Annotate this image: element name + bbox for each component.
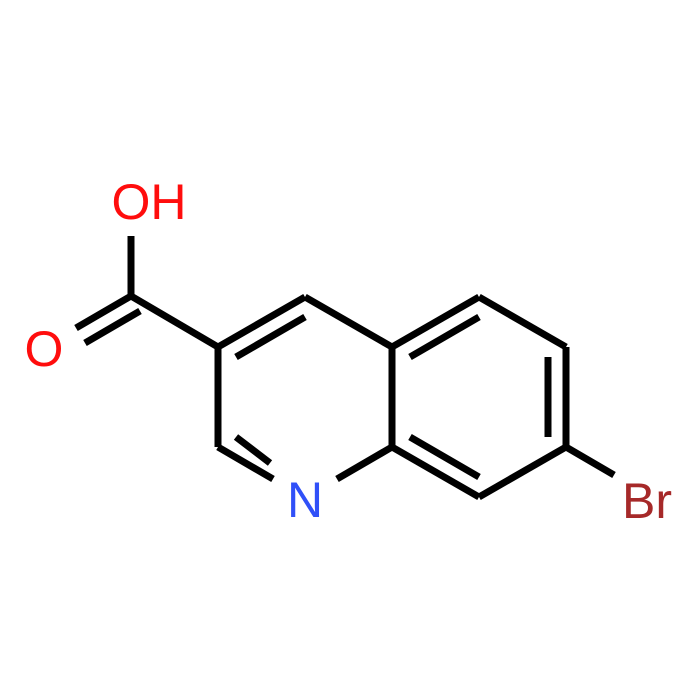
bond-c5-c6 bbox=[477, 293, 568, 351]
bond-c7-c8 bbox=[477, 443, 568, 501]
bond-c8-c8a bbox=[390, 443, 481, 501]
bond-n1-c2 bbox=[216, 443, 275, 483]
hydroxyl-label: OH bbox=[112, 174, 187, 230]
bond-c4a-c5 bbox=[390, 293, 481, 351]
bond-c4a-c5-inner bbox=[408, 313, 481, 361]
bond-c3-c4-inner bbox=[234, 313, 307, 361]
bond-c4-c4a bbox=[303, 293, 394, 351]
bond-c3-c4 bbox=[216, 293, 307, 351]
bond-c8-c8a-inner bbox=[408, 433, 481, 481]
atom-labels: OH O N Br bbox=[25, 174, 672, 529]
ring-nitrogen-label: N bbox=[287, 472, 323, 528]
bond-carboxyl-c-o-double-2 bbox=[83, 307, 142, 347]
bond-n1-c2-inner bbox=[233, 434, 273, 466]
bond-c8a-n1 bbox=[335, 443, 394, 483]
bond-carboxyl-c-c3 bbox=[129, 292, 220, 351]
bond-carboxyl-c-o-double-1 bbox=[74, 292, 133, 332]
bromine-label: Br bbox=[622, 473, 672, 529]
bonds bbox=[74, 236, 616, 501]
bond-c7-br bbox=[564, 443, 616, 479]
carbonyl-oxygen-label: O bbox=[25, 321, 64, 377]
